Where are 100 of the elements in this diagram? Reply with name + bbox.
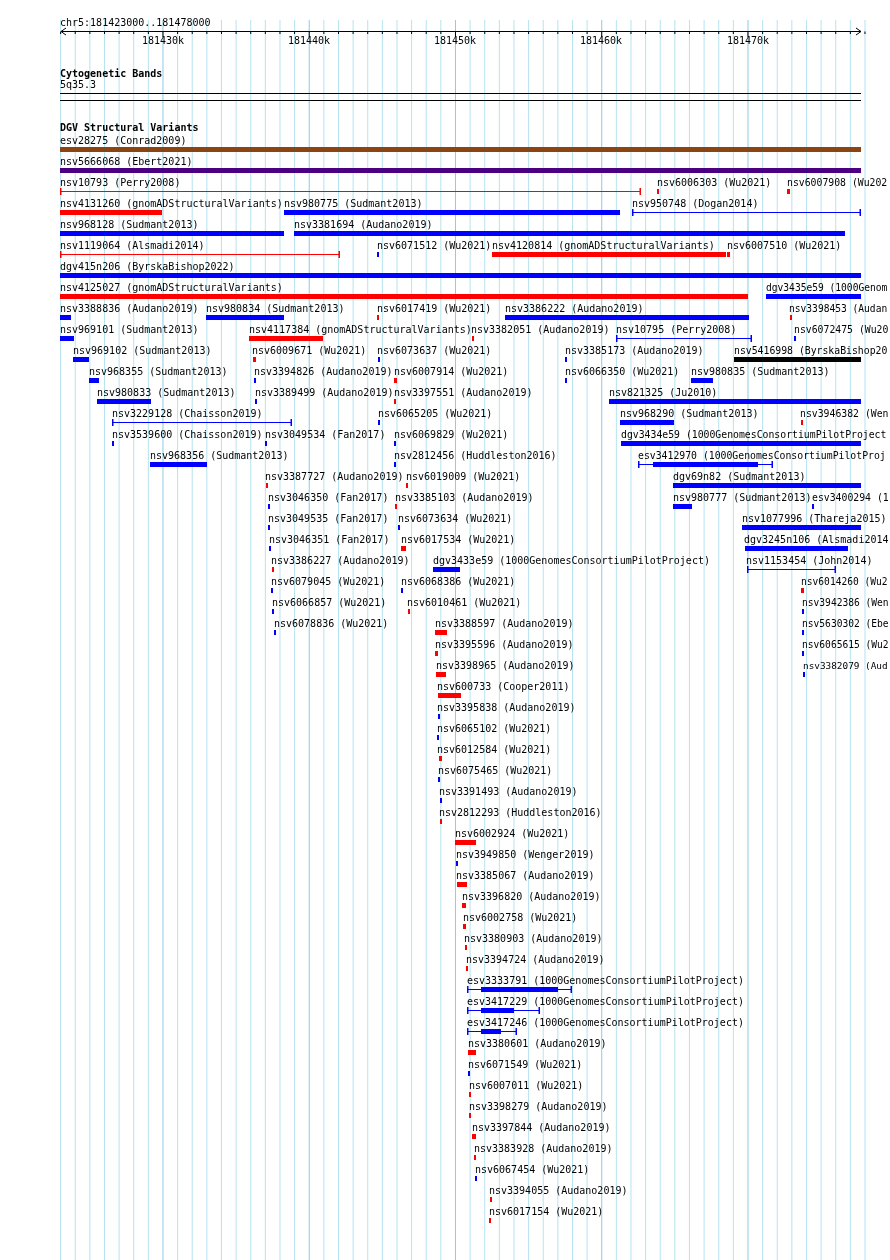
variant-label: nsv6014260 (Wu2 [801,576,888,587]
variant-label: nsv3395596 (Audano2019) [435,639,574,650]
variant-label: nsv3394826 (Audano2019) [254,366,393,377]
variant-label: nsv3391493 (Audano2019) [439,786,578,797]
variant-label: nsv968356 (Sudmant2013) [150,450,289,461]
variant-label: nsv3387727 (Audano2019) [265,471,404,482]
variant-label: dgv3245n106 (Alsmadi2014 [744,534,889,545]
variant-label: nsv6007510 (Wu2021) [727,240,842,251]
variant-label: nsv3386222 (Audano2019) [505,303,644,314]
variant-label: nsv3049535 (Fan2017) [268,513,389,524]
variant-label: nsv3949850 (Wenger2019) [456,849,595,860]
track-title: DGV Structural Variants [60,122,199,133]
variant-label: esv3412970 (1000GenomesConsortiumPilotProj [638,450,886,461]
variant-label: nsv5630302 (Ebe [802,618,889,629]
variant-label: nsv6075465 (Wu2021) [438,765,553,776]
variant-label: nsv4131260 (gnomADStructuralVariants) [60,198,283,209]
variant-label: nsv950748 (Dogan2014) [632,198,759,209]
variant-label: nsv6066350 (Wu2021) [565,366,680,377]
variant-label: nsv3388836 (Audano2019) [60,303,199,314]
variant-label: esv3417229 (1000GenomesConsortiumPilotProject) [467,996,744,1007]
variant-label: esv3417246 (1000GenomesConsortiumPilotProject) [467,1017,744,1028]
variant-label: nsv3049534 (Fan2017) [265,429,386,440]
variant-label: nsv3395838 (Audano2019) [437,702,576,713]
variant-label: nsv3229128 (Chaisson2019) [112,408,263,419]
variant-label: nsv4125027 (gnomADStructuralVariants) [60,282,283,293]
variant-label: nsv6017154 (Wu2021) [489,1206,604,1217]
variant-label: nsv10795 (Perry2008) [616,324,737,335]
variant-label: nsv6065615 (Wu2 [802,639,889,650]
variant-label: nsv1077996 (Thareja2015) [742,513,887,524]
variant-label: nsv6006303 (Wu2021) [657,177,772,188]
variant-label: dgv69n82 (Sudmant2013) [673,471,806,482]
variant-label: nsv4120814 (gnomADStructuralVariants) [492,240,715,251]
variant-label: nsv3381694 (Audano2019) [294,219,433,230]
variant-label: nsv10793 (Perry2008) [60,177,181,188]
variant-label: nsv3946382 (Wen [800,408,889,419]
variant-label: nsv3382051 (Audano2019) [471,324,610,335]
variant-label: nsv3397844 (Audano2019) [472,1122,611,1133]
variant-label: nsv3385103 (Audano2019) [395,492,534,503]
variant-label: nsv980834 (Sudmant2013) [206,303,345,314]
tick-label: 181470k [726,35,770,46]
variant-label: nsv980777 (Sudmant2013) [673,492,812,503]
variant-label: nsv821325 (Ju2010) [609,387,718,398]
variant-label: nsv3398965 (Audano2019) [436,660,575,671]
variant-label: nsv980835 (Sudmant2013) [691,366,830,377]
variant-label: nsv3398279 (Audano2019) [469,1101,608,1112]
variant-label: nsv968290 (Sudmant2013) [620,408,759,419]
variant-label: nsv3385067 (Audano2019) [456,870,595,881]
variant-label: nsv6065205 (Wu2021) [378,408,493,419]
variant-label: nsv600733 (Cooper2011) [437,681,570,692]
variant-label: nsv3046351 (Fan2017) [269,534,390,545]
variant-label: esv3333791 (1000GenomesConsortiumPilotProject) [467,975,744,986]
variant-label: nsv4117384 (gnomADStructuralVariants) [249,324,472,335]
variant-label: nsv6002924 (Wu2021) [455,828,570,839]
variant-label: esv28275 (Conrad2009) [60,135,187,146]
variant-label: nsv3394055 (Audano2019) [489,1185,628,1196]
variant-label: nsv2812293 (Huddleston2016) [439,807,602,818]
variant-label: nsv6071512 (Wu2021) [377,240,492,251]
track-title: Cytogenetic Bands [60,68,163,79]
variant-label: nsv3539600 (Chaisson2019) [112,429,263,440]
variant-label: nsv969102 (Sudmant2013) [73,345,212,356]
variant-label: nsv6073637 (Wu2021) [377,345,492,356]
variant-label: nsv3388597 (Audano2019) [435,618,574,629]
variant-label: nsv2812456 (Huddleston2016) [394,450,557,461]
tick-label: 181450k [433,35,477,46]
variant-label: nsv3397551 (Audano2019) [394,387,533,398]
variant-label: dgv3434e59 (1000GenomesConsortiumPilotProject [621,429,887,440]
variant-label: nsv980833 (Sudmant2013) [97,387,236,398]
region-coordinates: chr5:181423000..181478000 [60,17,211,28]
variant-label: nsv980775 (Sudmant2013) [284,198,423,209]
variant-label: nsv3942386 (Wen [802,597,889,608]
variant-label: nsv6010461 (Wu2021) [407,597,522,608]
variant-label: nsv6002758 (Wu2021) [463,912,578,923]
tick-label: 181430k [141,35,185,46]
variant-label: nsv3046350 (Fan2017) [268,492,389,503]
variant-label: nsv6017419 (Wu2021) [377,303,492,314]
variant-label: dgv3433e59 (1000GenomesConsortiumPilotProject) [433,555,710,566]
variant-label: nsv3382079 (Aud [803,660,888,671]
variant-label: nsv6066857 (Wu2021) [272,597,387,608]
tick-label: 181460k [579,35,623,46]
variant-label: nsv6079045 (Wu2021) [271,576,386,587]
variant-label: nsv3394724 (Audano2019) [466,954,605,965]
variant-label: nsv6073634 (Wu2021) [398,513,513,524]
variant-label: nsv6009671 (Wu2021) [252,345,367,356]
variant-label: nsv3398453 (Audan [789,303,888,314]
variant-label: nsv5416998 (ByrskaBishop20 [734,345,888,356]
variant-label: nsv6065102 (Wu2021) [437,723,552,734]
variant-label: nsv6078836 (Wu2021) [274,618,389,629]
variant-label: nsv6007914 (Wu2021) [394,366,509,377]
variant-label: nsv5666068 (Ebert2021) [60,156,193,167]
variant-label: nsv969101 (Sudmant2013) [60,324,199,335]
variant-label: nsv6012584 (Wu2021) [437,744,552,755]
variant-label: nsv3386227 (Audano2019) [271,555,410,566]
variant-label: nsv6069829 (Wu2021) [394,429,509,440]
variant-label: nsv1153454 (John2014) [746,555,873,566]
variant-label: nsv968128 (Sudmant2013) [60,219,199,230]
variant-label: nsv6071549 (Wu2021) [468,1059,583,1070]
variant-label: nsv3396820 (Audano2019) [462,891,601,902]
variant-label: nsv968355 (Sudmant2013) [89,366,228,377]
variant-label: nsv3380601 (Audano2019) [468,1038,607,1049]
variant-label: nsv6007011 (Wu2021) [469,1080,584,1091]
